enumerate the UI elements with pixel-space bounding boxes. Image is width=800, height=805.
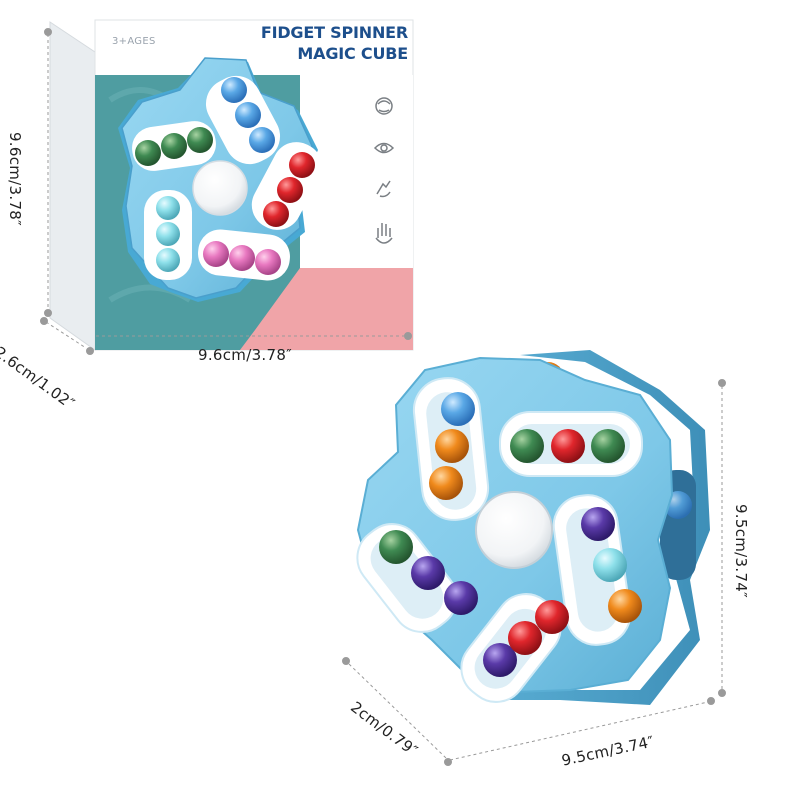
- product-title-line1: FIDGET SPINNER: [260, 23, 408, 42]
- toy-dimension-lines: [342, 379, 726, 766]
- box-pink-stripe: [240, 268, 413, 350]
- product-title: FIDGET SPINNER MAGIC CUBE: [248, 22, 408, 64]
- box-side-face: [49, 21, 96, 351]
- eye-icon: [373, 142, 395, 154]
- box-width-label: 9.6cm/3.78″: [198, 346, 293, 364]
- hand-icon: [376, 180, 391, 198]
- palm-icon: [375, 223, 393, 244]
- box-dimension-lines: [40, 28, 412, 355]
- box-height-label: 9.6cm/3.78″: [6, 131, 25, 227]
- package-box: [49, 19, 414, 351]
- box-toy-image: [118, 57, 323, 302]
- product-title-line2: MAGIC CUBE: [297, 44, 408, 63]
- spinner-knob: [475, 491, 553, 569]
- toy-height-label: 9.5cm/3.74″: [732, 503, 751, 599]
- ages-badge: 3+AGES: [112, 36, 156, 47]
- brain-icon: [375, 97, 393, 115]
- toy-image: [356, 350, 710, 705]
